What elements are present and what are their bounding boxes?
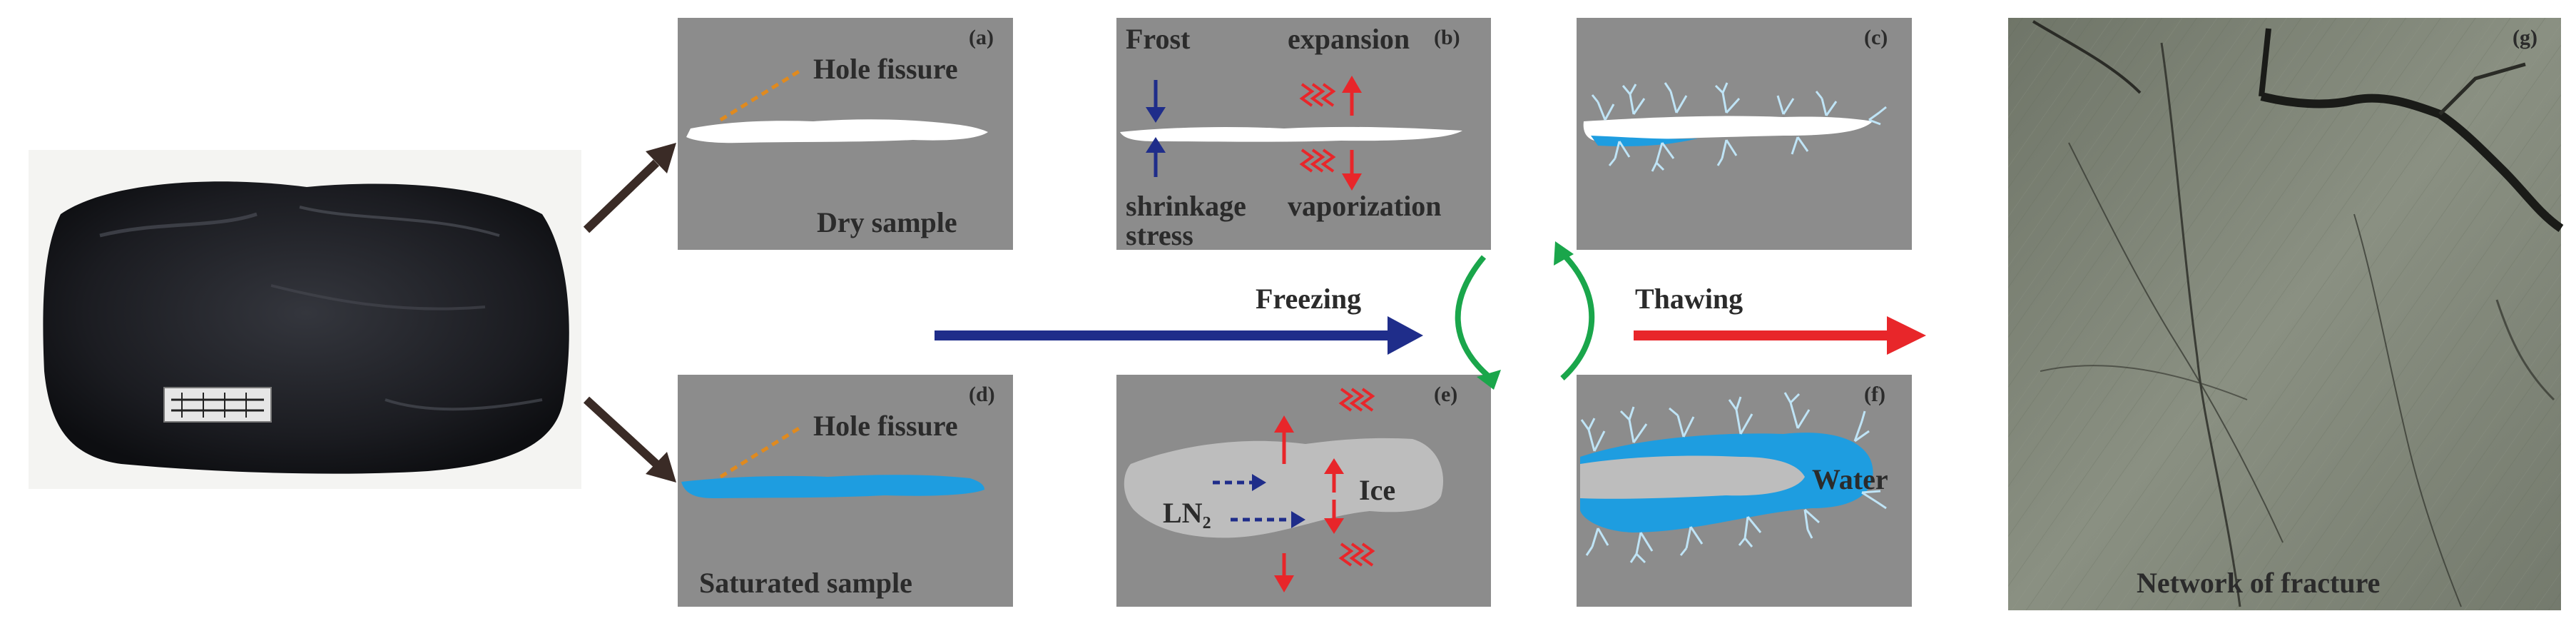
freezing-label: Freezing <box>1256 283 1361 315</box>
panel-e-id: (e) <box>1434 383 1457 406</box>
ice-label: Ice <box>1359 474 1395 506</box>
panel-b: (b) Frost expansion shrinkage stress vap… <box>1116 18 1491 251</box>
stress-label: stress <box>1126 219 1193 251</box>
cycle-arrow-right <box>1554 241 1595 380</box>
panel-b-id: (b) <box>1434 26 1460 49</box>
saturated-sample-label: Saturated sample <box>699 567 912 599</box>
microcracks-f <box>1580 392 1887 564</box>
panel-a-id: (a) <box>969 26 994 49</box>
thawing-label: Thawing <box>1635 283 1743 315</box>
water-filled-fissure <box>681 475 984 498</box>
dry-sample-label: Dry sample <box>817 206 957 238</box>
heat-wave-icon <box>1299 83 1336 107</box>
main-fracture <box>2260 92 2564 232</box>
ln2-label: LN2 <box>1163 497 1211 532</box>
heat-wave-icon <box>1338 388 1375 412</box>
panel-g-id: (g) <box>2513 26 2537 49</box>
panel-d: (d) Hole fissure Saturated sample <box>678 375 1013 607</box>
freezing-arrow: Freezing <box>935 283 1423 355</box>
hole-fissure-label-d: Hole fissure <box>813 410 958 442</box>
scale-bar <box>163 387 272 423</box>
water-label: Water <box>1812 463 1888 495</box>
shrinkage-label: shrinkage <box>1126 190 1246 222</box>
panel-c-id: (c) <box>1864 26 1888 49</box>
thawing-arrow: Thawing <box>1634 283 1926 355</box>
heat-wave-icon <box>1299 148 1336 173</box>
expansion-label: expansion <box>1288 23 1410 55</box>
fracture-network-photo: (g) Network of fracture <box>2008 18 2564 610</box>
panel-d-id: (d) <box>969 383 995 406</box>
panel-f: (f) Water <box>1577 375 1912 607</box>
panel-e: (e) LN2 Ice <box>1116 375 1491 607</box>
cycle-arrow-left <box>1455 255 1501 390</box>
panel-a: (a) Hole fissure Dry sample <box>678 18 1013 250</box>
ice-region <box>1124 438 1444 538</box>
fissure-b <box>1120 126 1462 142</box>
panel-c: (c) <box>1577 18 1912 250</box>
ice-core-f <box>1580 455 1805 499</box>
heat-wave-icon <box>1338 542 1375 567</box>
fissure-c <box>1583 116 1873 141</box>
network-of-fracture-label: Network of fracture <box>2137 567 2380 599</box>
panel-f-id: (f) <box>1864 383 1885 406</box>
coal-sample-photo <box>29 150 581 489</box>
residual-water-c <box>1591 136 1698 146</box>
hole-pointer-a <box>719 69 800 122</box>
photo-to-dry-arrow <box>583 143 676 233</box>
photo-to-saturated-arrow <box>583 396 676 483</box>
hole-pointer-d <box>719 426 800 479</box>
microcracks-c <box>1591 82 1887 172</box>
dry-fissure <box>686 119 988 143</box>
hole-fissure-label-a: Hole fissure <box>813 53 958 85</box>
vaporization-label: vaporization <box>1288 190 1442 222</box>
frost-label: Frost <box>1126 23 1191 55</box>
